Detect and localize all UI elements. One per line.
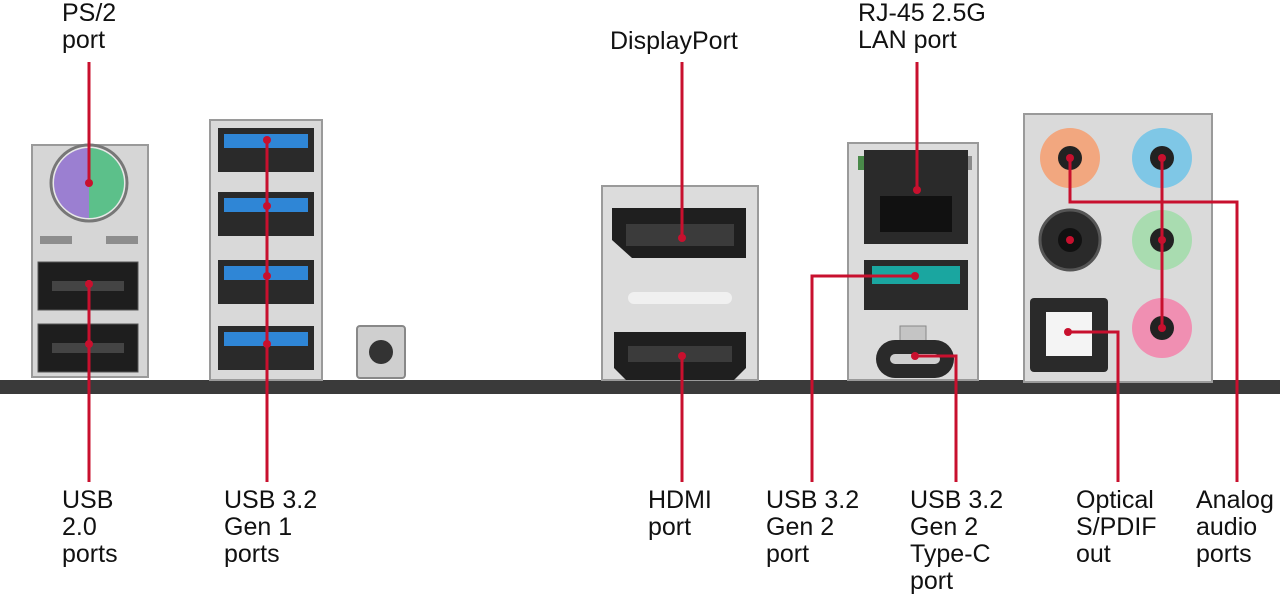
label-usb32-gen1-ports: USB 3.2 Gen 1 ports	[224, 486, 318, 568]
label-rj45-lan-port: RJ-45 2.5G LAN port	[858, 0, 986, 54]
label-optical-spdif-out: Optical S/PDIF out	[1076, 486, 1157, 568]
dot-usb32-gen2	[911, 272, 919, 280]
dot-hdmi	[678, 352, 686, 360]
dot-rj45	[913, 186, 921, 194]
label-displayport: DisplayPort	[610, 27, 738, 55]
motherboard-edge	[0, 380, 1280, 394]
label-usb32-gen2-port: USB 3.2 Gen 2 port	[766, 486, 860, 568]
dot-usb32-gen1-a	[263, 136, 271, 144]
leader-analog	[1068, 158, 1239, 482]
label-usb20-ports: USB 2.0 ports	[62, 486, 118, 568]
callout-leaders	[87, 62, 1239, 482]
dot-analog-e	[1158, 324, 1166, 332]
dot-analog-c	[1158, 154, 1166, 162]
label-hdmi-port: HDMI port	[648, 486, 712, 541]
dot-usb32-gen1-b	[263, 202, 271, 210]
dot-analog-a	[1066, 154, 1074, 162]
video-shield	[601, 185, 759, 381]
label-ps2-port: PS/2 port	[62, 0, 117, 54]
callout-dots	[85, 136, 1166, 360]
dot-typec	[911, 352, 919, 360]
small-button	[356, 325, 406, 379]
dot-usb20-b	[85, 340, 93, 348]
leader-typec	[915, 354, 958, 482]
label-analog-audio-ports: Analog audio ports	[1196, 486, 1274, 568]
dot-displayport	[678, 234, 686, 242]
leader-usb32-gen2	[810, 274, 915, 482]
dot-usb32-gen1-d	[263, 340, 271, 348]
dot-usb20-a	[85, 280, 93, 288]
dot-analog-b	[1066, 236, 1074, 244]
dot-analog-d	[1158, 236, 1166, 244]
dot-optical	[1064, 328, 1072, 336]
dot-ps2	[85, 179, 93, 187]
label-usb32-typec-port: USB 3.2 Gen 2 Type-C port	[910, 486, 1004, 595]
leader-optical	[1068, 330, 1120, 482]
lan-usb-shield	[847, 142, 979, 381]
dot-usb32-gen1-c	[263, 272, 271, 280]
